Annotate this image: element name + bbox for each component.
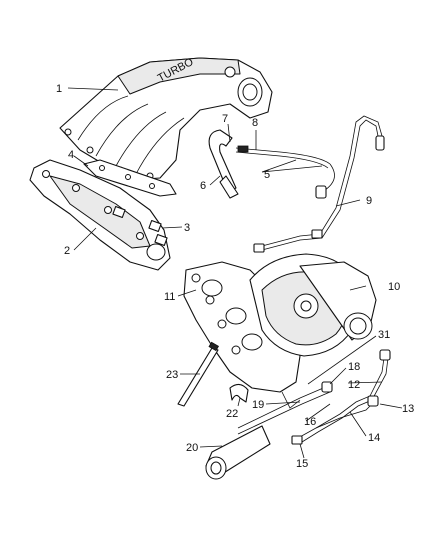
callout-14: 14	[368, 432, 380, 444]
vacuum-hose-assembly	[208, 129, 335, 199]
callout-2: 2	[64, 245, 70, 257]
callout-3: 3	[184, 222, 190, 234]
callout-4: 4	[68, 149, 74, 161]
callout-18: 18	[348, 361, 360, 373]
callout-8: 8	[252, 117, 258, 129]
leader-lines	[67, 87, 403, 459]
callout-15: 15	[296, 458, 308, 470]
exhaust-pipe	[205, 425, 271, 480]
oil-feed-tube	[253, 115, 385, 253]
callout-10: 10	[388, 281, 400, 293]
callout-5: 5	[264, 169, 270, 181]
callout-20: 20	[186, 442, 198, 454]
intake-manifold: TURBO	[59, 56, 273, 181]
exhaust-manifold	[29, 159, 171, 271]
callout-23: 23	[166, 369, 178, 381]
callout-7: 7	[222, 113, 228, 125]
support-rod	[177, 341, 220, 407]
callout-16: 16	[304, 416, 316, 428]
callout-31: 31	[378, 329, 390, 341]
manifold-gasket	[83, 159, 177, 197]
manifold-studs	[112, 205, 168, 247]
callout-22: 22	[226, 408, 238, 420]
coolant-tube-assembly	[291, 349, 391, 445]
callout-9: 9	[366, 195, 372, 207]
callout-12: 12	[348, 379, 360, 391]
callout-1: 1	[56, 83, 62, 95]
callout-11: 11	[164, 291, 175, 303]
bracket	[229, 383, 249, 403]
callout-19: 19	[252, 399, 264, 411]
turbocharger	[183, 253, 377, 409]
oil-drain-tube	[237, 381, 333, 435]
callout-labels: 1 2 3 4 5 6 7 8 9 10 11 12 13 14 15 16 1…	[56, 83, 414, 470]
callout-6: 6	[200, 180, 206, 192]
callout-13: 13	[402, 403, 414, 415]
